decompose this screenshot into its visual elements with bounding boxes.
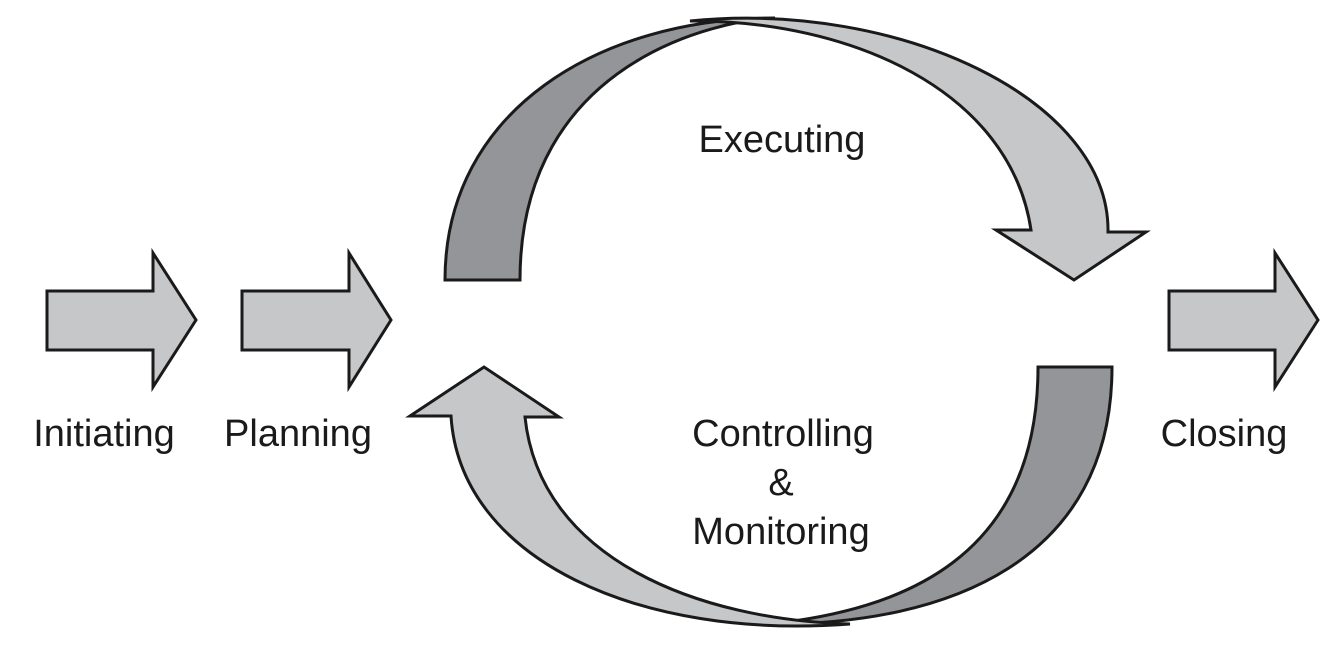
monitoring-label: Monitoring [692, 511, 869, 553]
ampersand-label: & [768, 462, 793, 504]
executing-label: Executing [699, 119, 866, 161]
controlling-label: Controlling [692, 413, 874, 455]
initiating-arrow [45, 247, 198, 393]
planning-label: Planning [224, 413, 372, 455]
closing-arrow [1167, 247, 1320, 393]
closing-label: Closing [1161, 413, 1288, 455]
planning-arrow [240, 247, 393, 393]
controlling-arc-dark [769, 365, 1114, 626]
initiating-label: Initiating [33, 413, 175, 455]
controlling-arc-arrow [405, 365, 851, 628]
executing-arc-arrow [689, 16, 1151, 282]
